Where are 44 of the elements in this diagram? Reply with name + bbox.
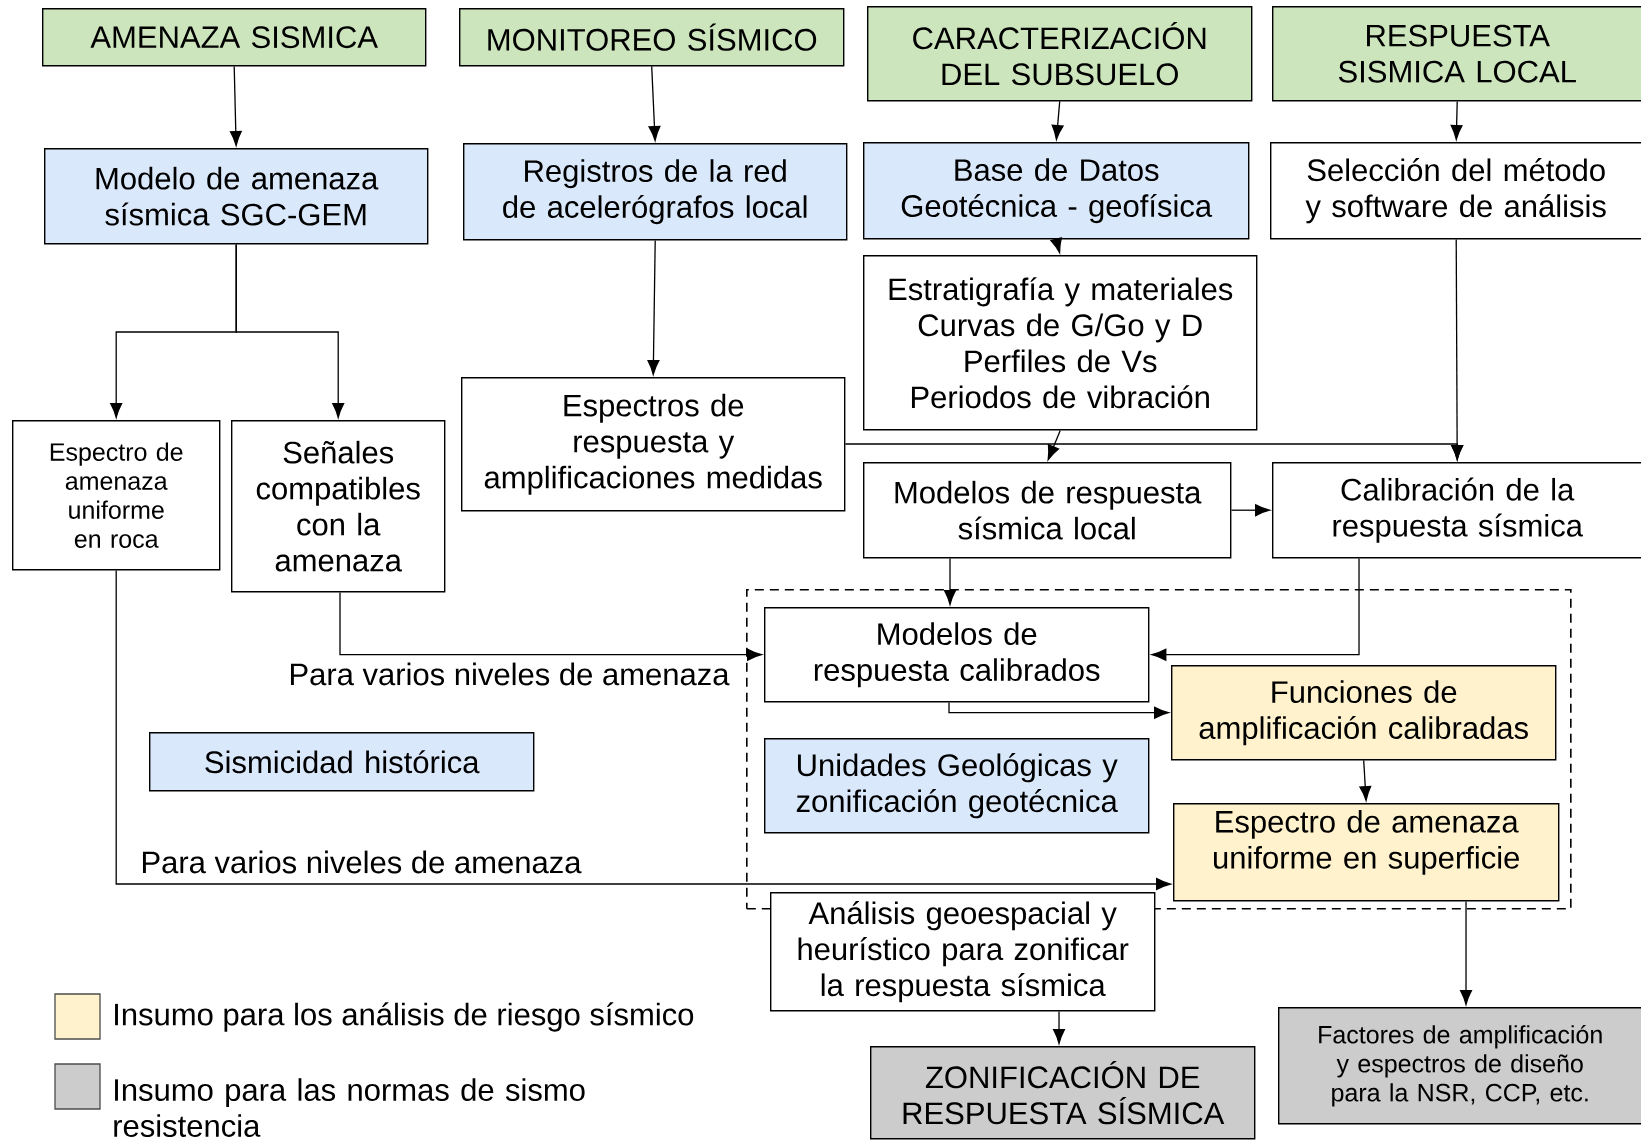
arrow xyxy=(948,701,1170,719)
arrow xyxy=(844,443,1464,461)
input-box: Unidades Geológicas y zonificación geotécnica xyxy=(764,738,1150,834)
input-box: Sismicidad histórica xyxy=(149,732,535,792)
category-box: AMENAZA SISMICA xyxy=(42,8,427,67)
arrow xyxy=(115,569,1172,890)
arrow xyxy=(1450,100,1463,140)
arrow xyxy=(235,243,345,419)
category-box: MONITOREO SÍSMICO xyxy=(459,8,845,67)
arrow xyxy=(1359,759,1372,802)
arrow xyxy=(229,65,242,146)
arrow xyxy=(648,65,661,142)
output-box: Factores de amplificación y espectros de diseño para la NSR, CCP, etc. xyxy=(1278,1007,1641,1125)
arrow xyxy=(1460,900,1472,1006)
arrow xyxy=(1050,237,1062,254)
process-box: Estratigrafía y materiales Curvas de G/Go y D Perfiles de Vs Periodos de vibración xyxy=(863,255,1258,431)
arrow xyxy=(944,557,956,606)
legend-text: Insumo para los análisis de riesgo sísmico xyxy=(115,1002,694,1032)
arrow xyxy=(1053,1010,1065,1045)
process-box: Análisis geoespacial y heurístico para zonificar la respuesta sísmica xyxy=(770,892,1156,1012)
arrow xyxy=(1230,504,1271,517)
arrow xyxy=(1051,100,1064,141)
edge-label: Para varios niveles de amenaza xyxy=(139,849,583,875)
legend-text: Insumo para las normas de sismo resistencia xyxy=(114,1078,585,1137)
process-box: Modelos de respuesta calibrados xyxy=(764,607,1150,703)
category-box: RESPUESTA SISMICA LOCAL xyxy=(1272,6,1641,102)
process-box: Espectro de amenaza uniforme en roca xyxy=(12,420,221,571)
output-box: Espectro de amenaza uniforme en superficie xyxy=(1173,803,1560,902)
category-box: CARACTERIZACIÓN DEL SUBSUELO xyxy=(867,6,1253,102)
process-box: Calibración de la respuesta sísmica xyxy=(1272,462,1641,559)
input-box: Registros de la red de acelerógrafos local xyxy=(463,143,848,241)
input-box: Base de Datos Geotécnica - geofísica xyxy=(863,142,1250,240)
input-box: Modelo de amenaza sísmica SGC-GEM xyxy=(44,148,429,245)
arrow xyxy=(1047,429,1061,461)
output-box: ZONIFICACIÓN DE RESPUESTA SÍSMICA xyxy=(870,1046,1256,1140)
process-box: Modelos de respuesta sísmica local xyxy=(863,462,1232,559)
process-box: Señales compatibles con la amenaza xyxy=(231,420,446,593)
edge-label: Para varios niveles de amenaza xyxy=(287,661,731,687)
arrow xyxy=(1151,557,1360,661)
arrow xyxy=(339,591,763,661)
output-box: Funciones de amplificación calibradas xyxy=(1171,665,1557,761)
process-box: Espectros de respuesta y amplificaciones medidas xyxy=(461,377,846,512)
process-box: Selección del método y software de análisis xyxy=(1270,142,1641,240)
arrow xyxy=(647,239,660,375)
